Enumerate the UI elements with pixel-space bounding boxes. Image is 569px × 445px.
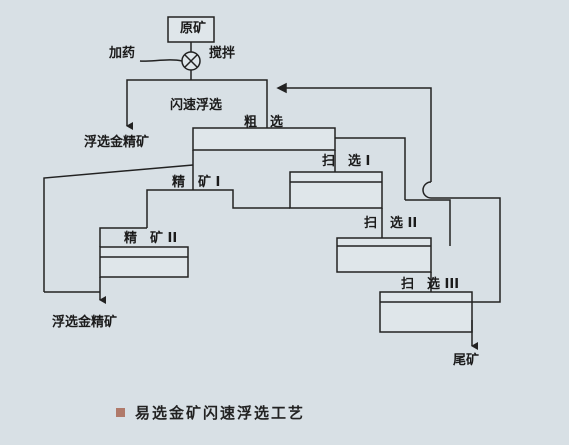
return-line-2 bbox=[335, 137, 406, 200]
caption-bullet bbox=[116, 408, 125, 417]
figure-caption: 易选金矿闪速浮选工艺 bbox=[116, 402, 305, 423]
cleaner1-cell bbox=[146, 189, 290, 209]
cleaner2-label: 精 矿 II bbox=[124, 231, 178, 246]
scavenger2-label: 扫 选 II bbox=[364, 216, 418, 231]
flash-flotation-cell bbox=[126, 79, 268, 118]
cleaner2-recycle bbox=[43, 164, 194, 292]
cleaner2-cell bbox=[99, 246, 189, 278]
rougher-label: 粗 选 bbox=[244, 115, 284, 130]
final-concentrate-label: 浮选金精矿 bbox=[52, 315, 118, 330]
flash-flotation-label: 闪速浮选 bbox=[170, 98, 223, 113]
scavenger3-label: 扫 选 III bbox=[401, 277, 460, 292]
flash-concentrate-label: 浮选金精矿 bbox=[84, 135, 150, 150]
return-line-1 bbox=[278, 87, 432, 182]
reagent-label: 加药 bbox=[109, 46, 136, 61]
stirring-label: 搅拌 bbox=[209, 46, 236, 61]
rougher-cell bbox=[192, 127, 336, 151]
cleaner1-label: 精 矿 I bbox=[172, 175, 221, 190]
scavenger3-cell bbox=[379, 291, 473, 333]
scavenger2-cell bbox=[336, 237, 432, 273]
reagent-line bbox=[139, 59, 183, 62]
raw-ore-label: 原矿 bbox=[180, 21, 207, 36]
scavenger1-cell bbox=[289, 171, 383, 209]
tailings-label: 尾矿 bbox=[453, 353, 480, 368]
scavenger1-label: 扫 选 I bbox=[322, 154, 371, 169]
caption-text: 易选金矿闪速浮选工艺 bbox=[135, 404, 306, 422]
